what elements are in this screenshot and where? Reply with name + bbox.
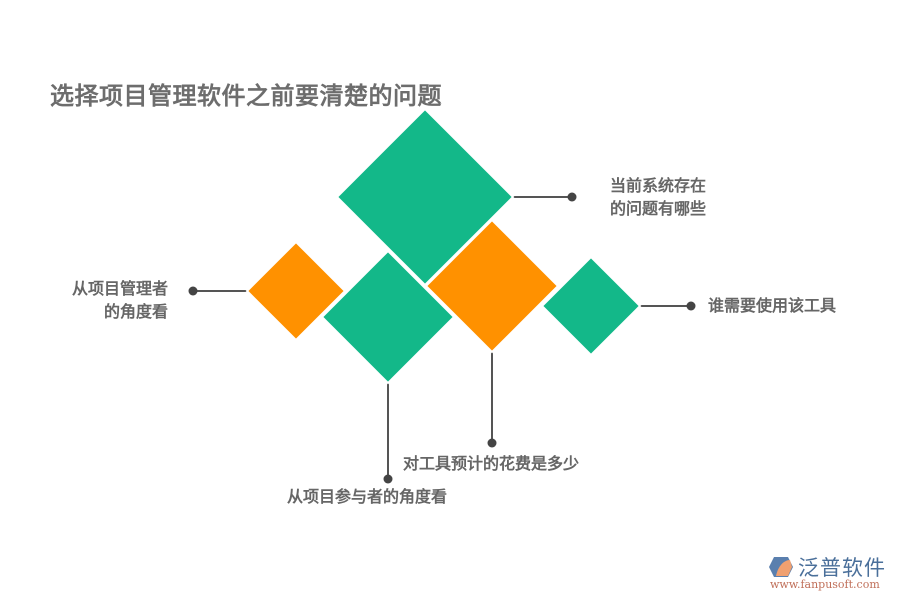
label-current-system: 当前系统存在 的问题有哪些 [610,174,706,220]
connector-dots [188,192,696,484]
dot-who-uses [686,301,696,311]
diamond-mid-right [424,218,560,354]
page-title: 选择项目管理软件之前要清楚的问题 [50,82,442,110]
logo-name: 泛普软件 [798,556,886,580]
diamond-mid-left [320,249,456,385]
dot-participant [383,474,393,484]
dot-current-system [567,192,577,202]
diamond-left-small [245,240,347,342]
logo-url: www.fanpusoft.com [770,578,880,591]
label-pm-perspective-line1: 从项目管理者 [71,279,168,298]
fanpu-logo: 泛普软件 www.fanpusoft.com [768,552,893,592]
label-cost: 对工具预计的花费是多少 [403,454,580,473]
label-pm-perspective: 从项目管理者 的角度看 [40,277,168,323]
label-pm-perspective-line2: 的角度看 [103,302,168,321]
diamond-right-small [540,255,642,357]
label-who-uses: 谁需要使用该工具 [708,296,837,315]
connectors [193,196,691,479]
dot-pm-perspective [188,286,198,296]
label-current-system-line1: 当前系统存在 [610,176,707,195]
dot-cost [487,438,497,448]
label-current-system-line2: 的问题有哪些 [610,199,707,218]
label-participant-perspective: 从项目参与者的角度看 [287,487,448,506]
logo-mark-icon [769,557,793,577]
diamond-top-big [335,107,515,287]
